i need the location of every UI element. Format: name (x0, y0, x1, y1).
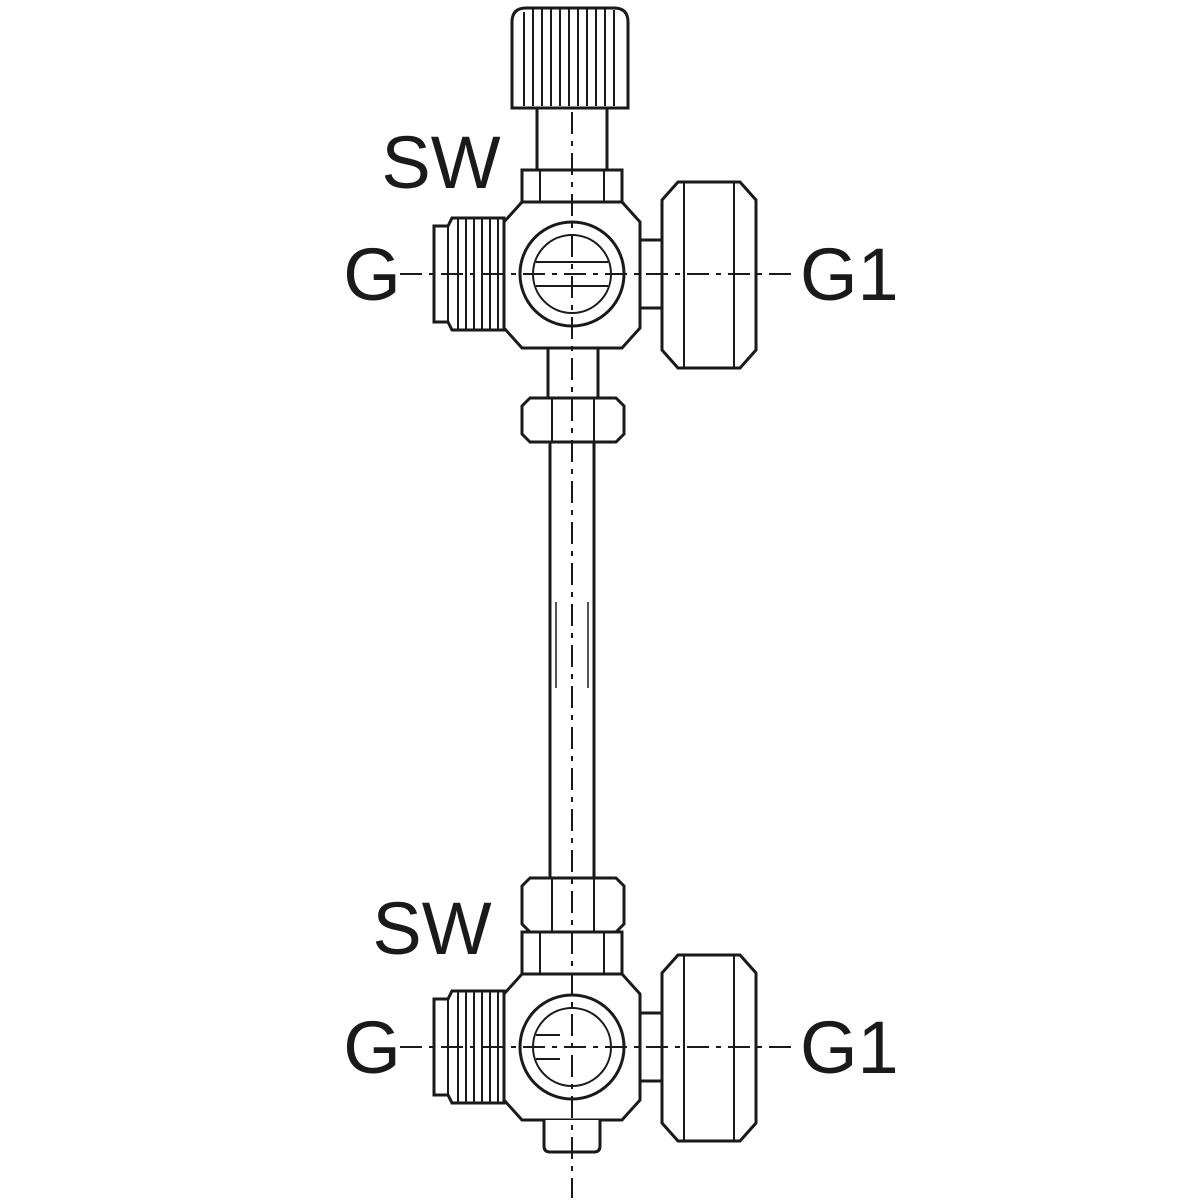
label-sw-bottom: SW (372, 887, 491, 970)
label-g-bottom: G (343, 1006, 401, 1089)
male-thread-top (432, 216, 506, 332)
label-g1-bottom: G1 (800, 1006, 899, 1089)
centerlines (400, 112, 795, 1198)
lower-neck-top (546, 348, 600, 398)
handwheel-knurled-cap (510, 6, 630, 110)
label-g-top: G (343, 233, 401, 316)
connecting-pipe (548, 442, 596, 878)
label-sw-top: SW (381, 121, 500, 204)
label-g1-top: G1 (800, 233, 899, 316)
